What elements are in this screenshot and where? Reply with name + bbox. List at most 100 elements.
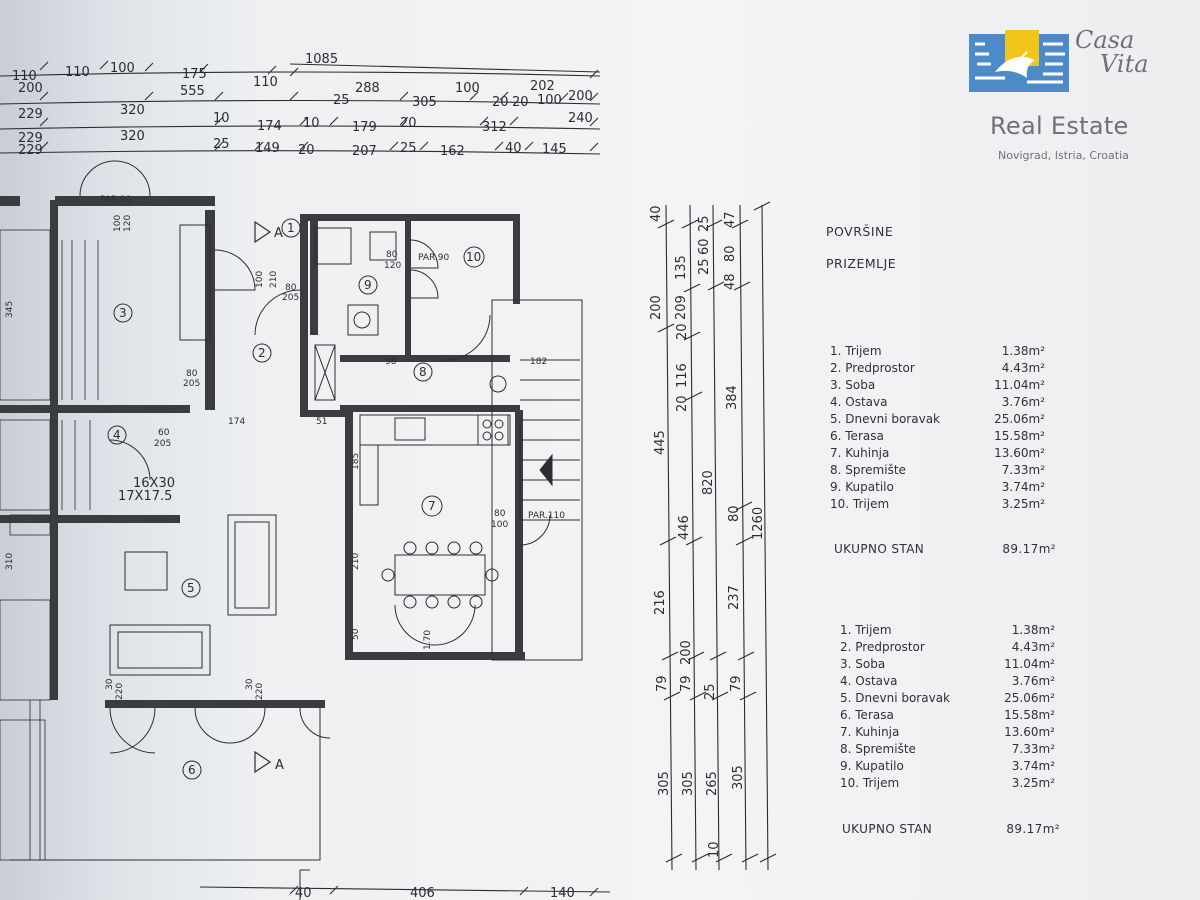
terrace-outline xyxy=(10,708,321,900)
room-area: 3.76m² xyxy=(1001,395,1045,409)
room-name: 5. Dnevni boravak xyxy=(840,691,950,705)
dim-top-3c: 174 xyxy=(257,119,282,134)
label-d-50: 50 xyxy=(351,628,361,640)
room-name: 5. Dnevni boravak xyxy=(830,412,940,426)
room-number-5: 5 xyxy=(187,581,195,595)
label-d-80d: 80 xyxy=(494,509,506,519)
room-area: 25.06m² xyxy=(1004,691,1055,705)
label-par90-a: PAR.90 xyxy=(100,195,132,205)
dim-r1-d: 216 xyxy=(653,590,668,615)
label-d-120b: 120 xyxy=(384,261,401,271)
dim-r3-f: 265 xyxy=(705,771,720,796)
dim-top-3b: 10 xyxy=(213,111,230,126)
room-number-8: 8 xyxy=(419,365,427,379)
walls xyxy=(0,196,525,708)
label-d-51: 51 xyxy=(316,417,327,427)
top-dimension-lines xyxy=(0,60,601,155)
dim-bottom-c: 140 xyxy=(550,886,575,900)
room-name: 7. Kuhinja xyxy=(830,446,890,460)
room-area: 1.38m² xyxy=(1001,344,1045,358)
table1-row-1: 1. Trijem 1.38m² xyxy=(830,344,1045,360)
exterior-hatching xyxy=(0,229,99,861)
label-d-120: 120 xyxy=(123,215,133,232)
room-number-3: 3 xyxy=(119,306,127,320)
dim-r2-h: 200 xyxy=(679,640,694,665)
room-area: 7.33m² xyxy=(1011,742,1055,756)
label-d-98: 98 xyxy=(385,357,397,367)
label-d-60a: 60 xyxy=(158,428,170,438)
living-furniture xyxy=(109,224,277,676)
dim-top-4a: 320 xyxy=(120,129,145,144)
dim-r3-d: 820 xyxy=(701,470,716,495)
door-swings xyxy=(79,160,551,754)
dim-top-1b: 110 xyxy=(65,65,90,80)
plan-labels: PAR.90 PAR.90 PAR.110 A A 16X30 17X17.5 … xyxy=(5,195,565,773)
dim-top-3e: 179 xyxy=(352,120,377,135)
bottom-dimension-line xyxy=(199,885,611,897)
room-area: 3.76m² xyxy=(1011,674,1055,688)
label-stair-size-1: 16X30 xyxy=(133,476,175,491)
section-markers xyxy=(254,220,272,774)
casa-vita-logo xyxy=(969,30,1069,92)
dim-r2-b: 209 xyxy=(674,295,689,320)
dim-bottom-a: 40 xyxy=(295,886,312,900)
dim-top-2e: 305 xyxy=(412,95,437,110)
dim-left-1: 200 xyxy=(18,81,43,96)
dim-top-3d: 10 xyxy=(303,116,320,131)
label-d-100: 100 xyxy=(113,215,123,232)
label-d-220a: 220 xyxy=(115,683,125,700)
label-d-345: 345 xyxy=(5,301,15,318)
label-d-220b: 220 xyxy=(255,683,265,700)
dim-r2-c: 20 xyxy=(675,323,690,340)
label-d-310: 310 xyxy=(5,553,15,570)
room-area: 3.25m² xyxy=(1011,776,1055,790)
right-dimension-numbers: 40 200 445 216 79 305 135 209 20 116 20 … xyxy=(649,205,766,858)
dim-r2-a: 135 xyxy=(674,255,689,280)
room-name: 2. Predprostor xyxy=(830,361,915,375)
dim-r3-g: 10 xyxy=(707,841,722,858)
room-name: 2. Predprostor xyxy=(840,640,925,654)
dim-top-4e: 207 xyxy=(352,144,377,159)
dim-top-3a: 320 xyxy=(120,103,145,118)
label-par90-b: PAR.90 xyxy=(418,253,450,263)
room-number-circles xyxy=(107,218,485,780)
dim-top-1g: 202 xyxy=(530,79,555,94)
label-d-80c: 80 xyxy=(386,250,398,260)
room-numbers: 1 2 3 4 5 6 7 8 9 10 xyxy=(113,221,481,777)
dim-r3-e: 25 xyxy=(703,683,718,700)
dim-top-1c: 100 xyxy=(110,61,135,76)
room-name: 9. Kupatilo xyxy=(840,759,904,773)
dim-top-2c: 288 xyxy=(355,81,380,96)
dim-r1-a: 40 xyxy=(649,205,664,222)
label-d-182: 182 xyxy=(530,357,547,367)
dim-r2-e: 20 xyxy=(675,395,690,412)
logo-brand-line2: Vita xyxy=(1100,50,1149,78)
dim-top-4g: 162 xyxy=(440,144,465,159)
room-number-7: 7 xyxy=(428,499,436,513)
dim-top-4c: 149 xyxy=(255,141,280,156)
room-name: 1. Trijem xyxy=(830,344,882,358)
room-area: 15.58m² xyxy=(1004,708,1055,722)
label-stair-size-2: 17X17.5 xyxy=(118,489,172,504)
dining-table xyxy=(381,541,499,609)
dim-r3-b: 60 xyxy=(697,238,712,255)
dim-r1-c: 445 xyxy=(653,430,668,455)
label-d-100v: 100 xyxy=(255,271,265,288)
dim-top-2d: 100 xyxy=(455,81,480,96)
dim-top-4h: 40 xyxy=(505,141,522,156)
dim-r2-g: 79 xyxy=(679,675,694,692)
dim-top-2g: 20 xyxy=(512,95,529,110)
room-number-1: 1 xyxy=(287,221,295,235)
room-name: 8. Spremište xyxy=(840,742,916,756)
room-area: 3.25m² xyxy=(1001,497,1045,511)
room-area: 3.74m² xyxy=(1001,480,1045,494)
dim-r3-a: 25 xyxy=(697,215,712,232)
